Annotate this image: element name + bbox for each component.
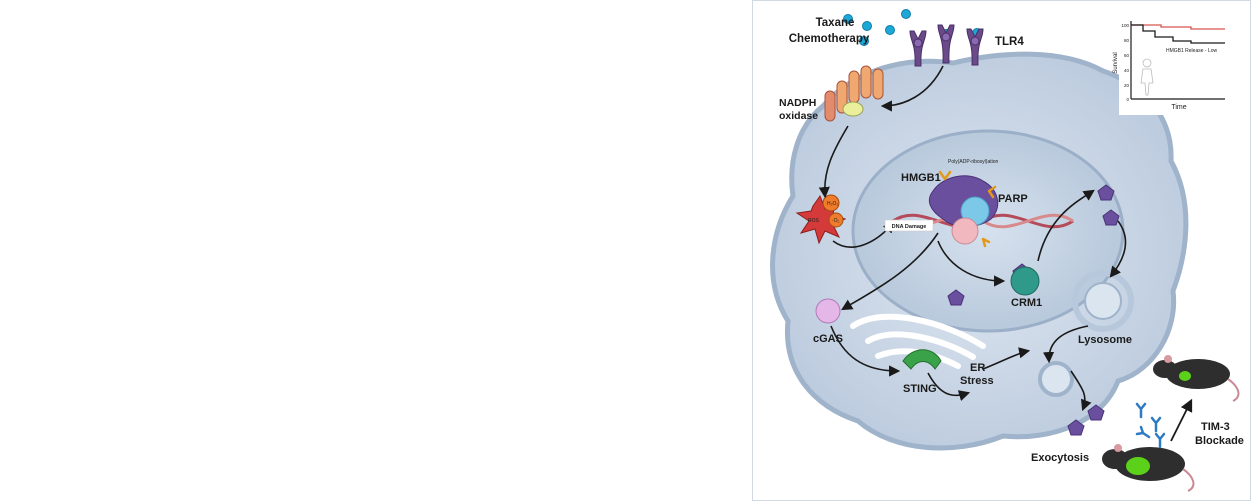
er-stress-label-2: Stress	[960, 375, 994, 387]
inset-body-outline	[1140, 58, 1154, 96]
crm1-label: CRM1	[1011, 297, 1042, 309]
nadph-label-1: NADPH	[779, 97, 816, 109]
cgas-label: cGAS	[813, 333, 843, 345]
dna-damage-label: DNA Damage	[892, 224, 927, 230]
sting-label: STING	[903, 383, 937, 395]
inset-ytick-20: 20	[1124, 83, 1130, 88]
tlr4-label: TLR4	[995, 36, 1024, 48]
lysosome	[1072, 270, 1134, 332]
parylation-label: Poly(ADP-ribosyl)ation	[948, 159, 999, 165]
lysosome-label: Lysosome	[1078, 334, 1132, 346]
exocytosis-label: Exocytosis	[1031, 452, 1089, 464]
mouse-top	[1153, 355, 1240, 402]
pathway-diagram: Taxane Chemotherapy TLR4 NADPH oxidase H…	[770, 9, 1244, 492]
crm1	[1010, 266, 1040, 296]
cgas	[815, 298, 841, 324]
hmgb1-parp-complex	[928, 170, 999, 248]
parp-label: PARP	[998, 193, 1028, 205]
h2o2-label: H₂O₂	[827, 201, 838, 207]
ros-label: ROS	[808, 218, 820, 224]
inset-ytick-60: 60	[1124, 53, 1130, 58]
taxane-label-2: Chemotherapy	[789, 33, 870, 45]
o2-label: ·O₂	[832, 218, 840, 224]
hmgb1-molecules	[947, 184, 1120, 436]
tim3-label-1: TIM-3	[1201, 421, 1230, 433]
inset-ylabel: Survival	[1113, 52, 1119, 73]
survival-curve-low	[1131, 24, 1225, 44]
tim3-label-2: Blockade	[1195, 435, 1244, 447]
inset-ytick-100: 100	[1121, 23, 1129, 28]
inset-ytick-40: 40	[1124, 68, 1130, 73]
tlr4-receptors	[909, 24, 984, 67]
nadph-label-2: oxidase	[779, 110, 818, 122]
inset-chart	[1119, 15, 1225, 115]
exocytosis-vesicle	[1038, 361, 1074, 397]
inset-ytick-80: 80	[1124, 38, 1130, 43]
survival-curve-high	[1131, 24, 1225, 30]
dna-damage-box	[884, 219, 934, 232]
tim3-antibodies	[1135, 402, 1166, 449]
inset-xlabel: Time	[1171, 104, 1186, 111]
nadph-oxidase	[824, 65, 884, 122]
ros-burst	[795, 194, 847, 245]
figure-panel: Taxane Chemotherapy TLR4 NADPH oxidase H…	[752, 0, 1251, 501]
inset-legend: HMGB1 Release - Low	[1166, 48, 1218, 54]
inset-ytick-0: 0	[1126, 97, 1129, 102]
mouse-bottom	[1102, 444, 1195, 492]
tim3-arrow	[1170, 398, 1193, 442]
taxane-label-1: Taxane	[816, 17, 855, 29]
sting	[902, 349, 942, 370]
hmgb1-label: HMGB1	[901, 172, 941, 184]
er-stress-label-1: ER	[970, 362, 985, 374]
